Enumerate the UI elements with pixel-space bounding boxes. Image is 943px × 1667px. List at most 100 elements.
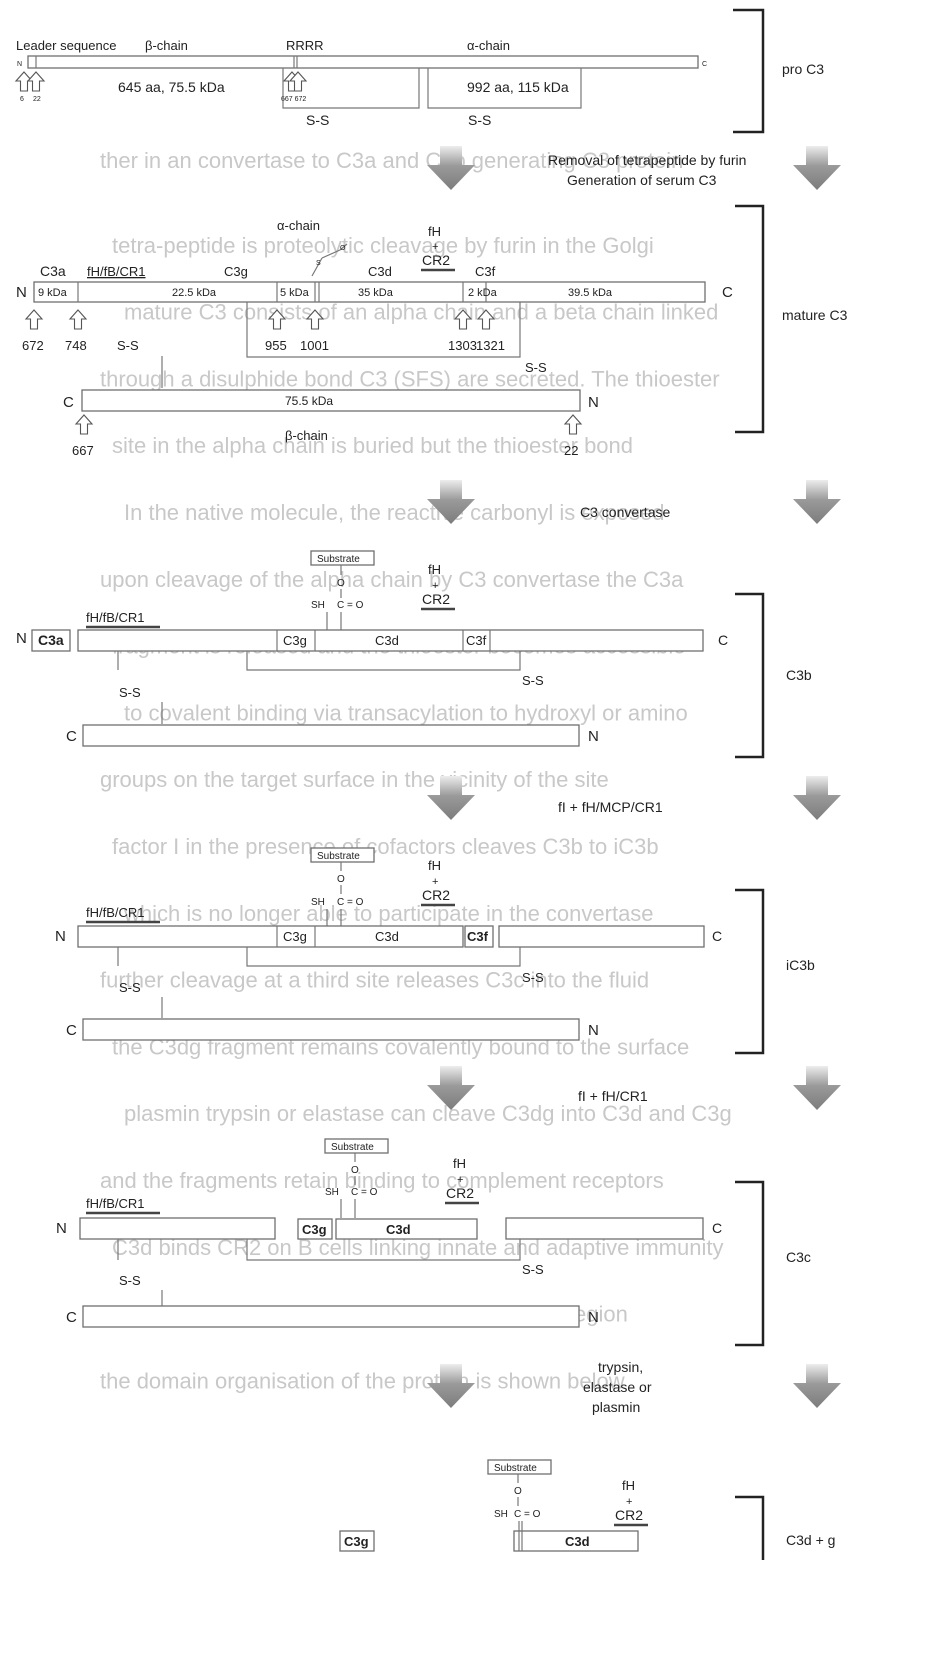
position-22-arrow-icon [27, 71, 45, 92]
pro-c3-ss-1: S-S [306, 112, 329, 128]
ic3b-alpha-left-box [77, 925, 464, 948]
mature-fh-label: fH [428, 224, 441, 239]
mature-395-kda: 39.5 kDa [568, 287, 613, 299]
c3c-fhfbcr1: fH/fB/CR1 [86, 1196, 145, 1211]
c3b-bracket [735, 592, 765, 759]
mature-position-1321: 1321 [476, 338, 505, 353]
mature-c3a-label: C3a [40, 263, 66, 279]
pro-c3-disulphide-1 [282, 68, 420, 109]
beta-chain-size: 645 aa, 75.5 kDa [118, 79, 225, 95]
c3dg-c3d: C3d [565, 1534, 590, 1549]
background-text-line: ther in an convertase to C3a and C3b gen… [100, 148, 683, 173]
mature-n-terminus: N [16, 284, 27, 301]
background-text-line: groups on the target surface in the vici… [100, 767, 609, 792]
c3dg-c3g: C3g [344, 1534, 369, 1549]
c3b-beta-n-terminus: N [588, 728, 599, 745]
c3c-alpha-right-box [505, 1217, 704, 1240]
c3dg-plus: + [626, 1496, 632, 1508]
c3c-state-label: C3c [786, 1249, 811, 1265]
step5-line2: elastase or [583, 1379, 652, 1395]
position-748-arrow-icon [69, 309, 87, 330]
ic3b-ss-1: S-S [119, 980, 141, 995]
background-text-line: through a disulphide bond C3 (SFS) are s… [100, 366, 720, 391]
mature-c3-state-label: mature C3 [782, 307, 848, 323]
c3b-o: O [337, 578, 345, 589]
mature-c3f-label: C3f [475, 264, 496, 279]
mature-c3f-kda: 2 kDa [468, 287, 498, 299]
background-text-line: upon cleavage of the alpha chain by C3 c… [100, 567, 684, 592]
ic3b-beta-c-terminus: C [66, 1022, 77, 1039]
c3c-c3g-box [297, 1218, 333, 1240]
c3c-c3d-box [335, 1218, 478, 1240]
c3dg-fh: fH [622, 1478, 635, 1493]
ic3b-c3g: C3g [283, 929, 307, 944]
background-text-line: mature C3 consists of an alpha chain and… [124, 300, 718, 325]
c3c-section: Substrate O SH C = O fH + CR2 fH/fB/CR1 … [56, 1138, 811, 1347]
c3c-c3d: C3d [386, 1222, 411, 1237]
c3b-fh: fH [428, 562, 441, 577]
c3c-ss-1: S-S [119, 1273, 141, 1288]
ic3b-co: C = O [337, 897, 364, 908]
c3c-n-terminus: N [56, 1220, 67, 1237]
ic3b-c3d: C3d [375, 929, 399, 944]
c3b-substrate: Substrate [317, 554, 360, 565]
mature-position-1001: 1001 [300, 338, 329, 353]
c3c-beta-c-terminus: C [66, 1309, 77, 1326]
c3dg-state-label: C3d + g [786, 1532, 835, 1548]
c3b-substrate-box [310, 550, 375, 566]
c3b-beta-chain-box [82, 724, 580, 747]
mature-alpha-chain-box [33, 281, 706, 303]
c3c-o: O [351, 1165, 359, 1176]
ic3b-n-terminus: N [55, 928, 66, 945]
c3b-section: Substrate O SH C = O fH + CR2 fH/fB/CR1 … [16, 550, 812, 759]
alpha-chain-size: 992 aa, 115 kDa [467, 79, 569, 95]
mature-fhfbcr1-label: fH/fB/CR1 [87, 264, 146, 279]
thioester-o: O [340, 245, 346, 252]
mature-c3d-kda: 35 kDa [358, 287, 394, 299]
beta-position-22-arrow-icon [564, 414, 582, 435]
pro-c3-n-terminus: N [17, 61, 22, 68]
step4-label: fI + fH/CR1 [578, 1088, 648, 1104]
leader-sequence-label: Leader sequence [16, 38, 116, 53]
step3-right-arrow-icon [793, 776, 841, 820]
c3c-ss-2: S-S [522, 1262, 544, 1277]
c3b-c3f: C3f [466, 633, 487, 648]
mature-alpha-chain-label: α-chain [277, 218, 320, 233]
mature-position-1303: 1303 [448, 338, 477, 353]
mature-beta-position-667: 667 [72, 443, 94, 458]
step2-right-arrow-icon [793, 480, 841, 524]
c3b-c3d: C3d [375, 633, 399, 648]
pro-c3-section: Leader sequence β-chain RRRR α-chain N C… [15, 8, 824, 134]
c3b-n-terminus: N [16, 630, 27, 647]
c3dg-c3d-box [513, 1530, 639, 1552]
ic3b-fh: fH [428, 858, 441, 873]
pro-c3-c-terminus: C [702, 61, 707, 68]
position-672-arrow-icon [25, 309, 43, 330]
ic3b-o: O [337, 874, 345, 885]
ic3b-plus: + [432, 876, 438, 888]
mature-position-955: 955 [265, 338, 287, 353]
c3c-sh: SH [325, 1187, 339, 1198]
mature-beta-chain-box [81, 389, 581, 412]
mature-beta-c-terminus: C [63, 394, 74, 411]
ic3b-beta-n-terminus: N [588, 1022, 599, 1039]
ic3b-c3f-box [464, 925, 494, 948]
c3b-fhfbcr1: fH/fB/CR1 [86, 610, 145, 625]
alpha-chain-label: α-chain [467, 38, 510, 53]
mature-beta-chain-label: β-chain [285, 428, 328, 443]
c3b-ss-1: S-S [119, 685, 141, 700]
background-text-line: tetra-peptide is proteolytic cleavage by… [112, 233, 654, 258]
c3c-plus: + [457, 1174, 463, 1186]
background-text-line: which is no longer able to participate i… [123, 901, 654, 926]
position-667-arrow-icon [75, 414, 93, 435]
background-text-line: plasmin trypsin or elastase can cleave C… [124, 1101, 732, 1126]
ic3b-alpha-right-box [498, 925, 705, 948]
ic3b-section: Substrate O SH C = O fH + CR2 fH/fB/CR1 … [55, 847, 815, 1055]
step2-label: C3 convertase [580, 504, 670, 520]
c3b-alpha-chain-box [77, 629, 704, 652]
c3b-c3a: C3a [38, 632, 64, 648]
mature-ss-2: S-S [525, 360, 547, 375]
step1-line2: Generation of serum C3 [567, 172, 717, 188]
